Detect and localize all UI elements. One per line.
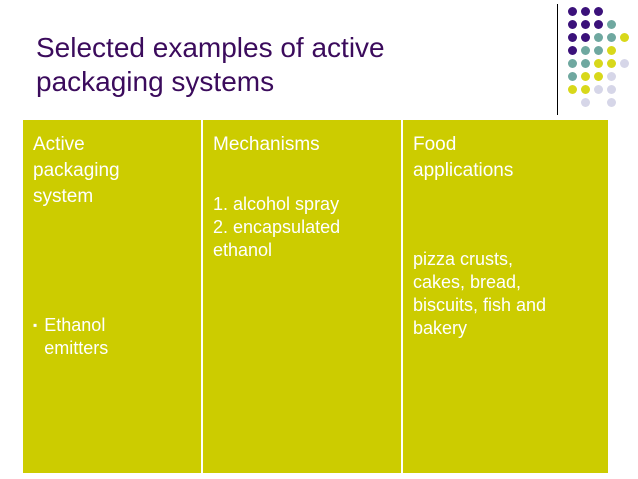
decorative-dot: [607, 72, 616, 81]
decorative-dot: [594, 59, 603, 68]
decorative-dot: [568, 33, 577, 42]
table-column-applications: Food applications pizza crusts, cakes, b…: [401, 120, 608, 473]
decorative-dot-grid: [568, 7, 634, 111]
table-row: ▪ Ethanol emitters: [33, 314, 191, 360]
decorative-dot: [581, 7, 590, 16]
cell-applications-value: pizza crusts, cakes, bread, biscuits, fi…: [413, 249, 547, 338]
decorative-dot: [594, 33, 603, 42]
decorative-dot: [568, 20, 577, 29]
column-header-system: Active packaging system: [33, 134, 120, 207]
decorative-dot: [581, 85, 590, 94]
decorative-dot: [581, 72, 590, 81]
decorative-dot: [607, 46, 616, 55]
table-column-mechanisms: Mechanisms 1. alcohol spray 2. encapsula…: [201, 120, 401, 473]
decorative-dot: [568, 7, 577, 16]
decorative-dot: [607, 98, 616, 107]
decorative-dot: [594, 85, 603, 94]
column-header-applications: Food applications: [413, 134, 514, 181]
cell-mechanisms-value: 1. alcohol spray 2. encapsulated ethanol: [213, 194, 341, 260]
decorative-dot: [620, 59, 629, 68]
decorative-dot: [594, 20, 603, 29]
column-header-mechanisms: Mechanisms: [213, 134, 320, 155]
decorative-dot: [568, 46, 577, 55]
cell-system-value: Ethanol emitters: [44, 315, 109, 358]
decorative-dot: [581, 33, 590, 42]
decorative-dot: [607, 20, 616, 29]
decorative-dot: [607, 85, 616, 94]
decorative-dot: [581, 20, 590, 29]
decorative-dot: [581, 46, 590, 55]
decorative-dot: [568, 72, 577, 81]
decorative-dot: [568, 59, 577, 68]
decorative-dot: [594, 46, 603, 55]
bullet-icon: ▪: [33, 318, 38, 332]
table-column-system: Active packaging system ▪ Ethanol emitte…: [23, 120, 201, 473]
page-title: Selected examples of active packaging sy…: [36, 31, 385, 97]
decorative-dot: [607, 59, 616, 68]
list-item: ▪ Ethanol emitters: [33, 314, 191, 360]
decorative-dot: [607, 33, 616, 42]
decorative-dot: [620, 33, 629, 42]
active-packaging-table: Active packaging system ▪ Ethanol emitte…: [23, 120, 608, 473]
decorative-dot: [581, 98, 590, 107]
decorative-dot: [581, 59, 590, 68]
decorative-dot: [568, 85, 577, 94]
decorative-vertical-rule: [557, 4, 558, 115]
decorative-dot: [594, 7, 603, 16]
decorative-dot: [594, 72, 603, 81]
